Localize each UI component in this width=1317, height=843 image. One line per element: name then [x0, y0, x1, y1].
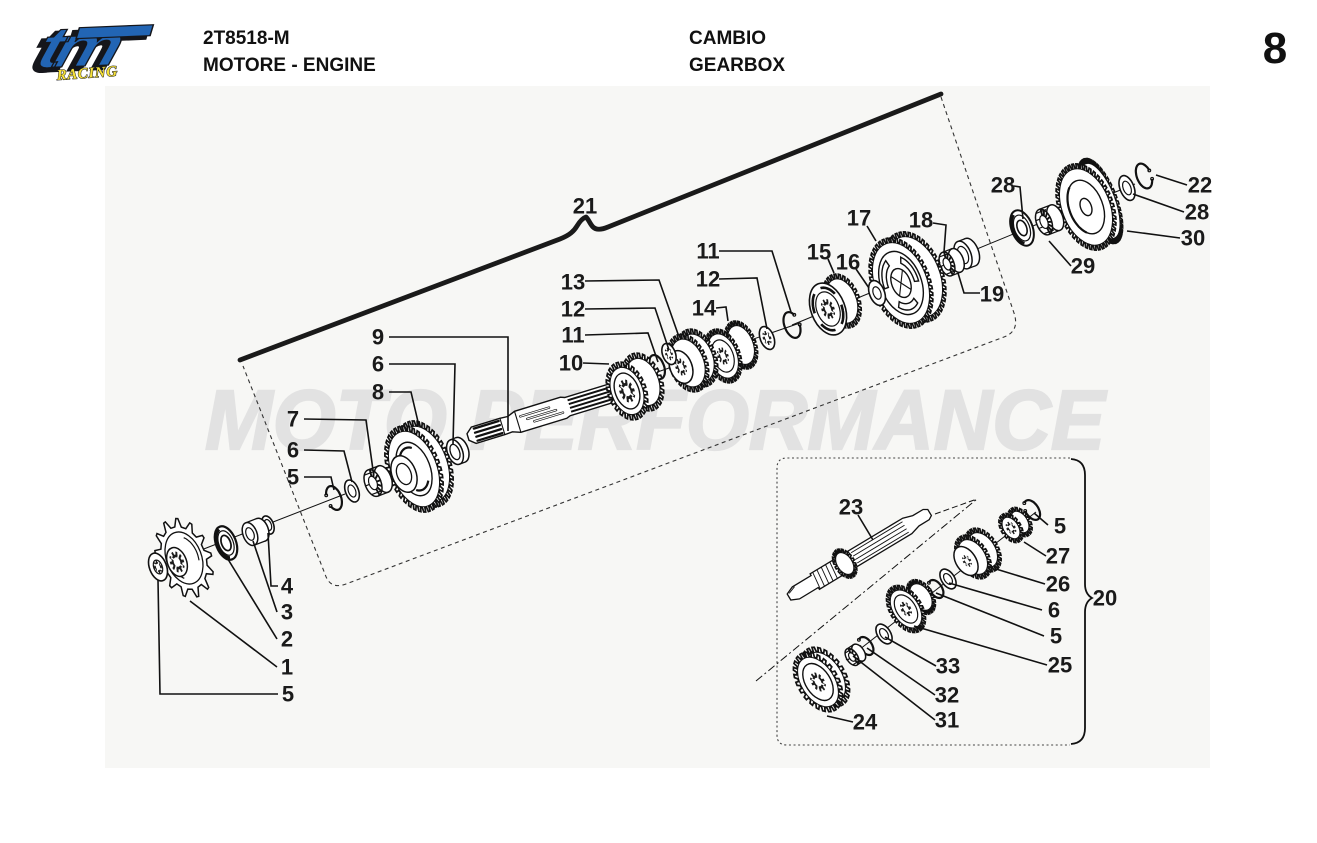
svg-text:23: 23 — [839, 495, 863, 520]
svg-text:26: 26 — [1046, 572, 1070, 597]
svg-text:MOTORE - ENGINE: MOTORE - ENGINE — [203, 55, 376, 76]
svg-text:28: 28 — [1185, 200, 1209, 225]
svg-text:CAMBIO: CAMBIO — [689, 28, 766, 49]
svg-text:11: 11 — [696, 239, 719, 264]
svg-text:25: 25 — [1048, 653, 1072, 678]
svg-text:21: 21 — [573, 194, 597, 219]
svg-text:11: 11 — [561, 323, 584, 348]
svg-text:7: 7 — [287, 407, 299, 432]
svg-text:6: 6 — [287, 438, 299, 463]
svg-text:30: 30 — [1181, 226, 1205, 251]
svg-text:18: 18 — [909, 208, 933, 233]
svg-text:8: 8 — [372, 380, 384, 405]
svg-text:22: 22 — [1188, 173, 1212, 198]
svg-text:31: 31 — [935, 708, 959, 733]
svg-text:19: 19 — [980, 282, 1004, 307]
svg-text:32: 32 — [935, 683, 959, 708]
svg-text:GEARBOX: GEARBOX — [689, 55, 785, 76]
svg-text:5: 5 — [1050, 624, 1062, 649]
svg-text:5: 5 — [1054, 514, 1066, 539]
svg-text:10: 10 — [559, 351, 583, 376]
svg-text:5: 5 — [287, 465, 299, 490]
svg-text:28: 28 — [991, 173, 1015, 198]
svg-text:12: 12 — [696, 267, 720, 292]
svg-text:27: 27 — [1046, 544, 1070, 569]
svg-text:12: 12 — [561, 297, 585, 322]
svg-text:29: 29 — [1071, 254, 1095, 279]
svg-text:1: 1 — [281, 655, 293, 680]
svg-text:24: 24 — [853, 710, 878, 735]
svg-text:9: 9 — [372, 325, 384, 350]
svg-text:33: 33 — [936, 654, 960, 679]
svg-text:8: 8 — [1263, 24, 1287, 73]
svg-text:3: 3 — [281, 600, 293, 625]
svg-text:15: 15 — [807, 240, 831, 265]
svg-text:6: 6 — [372, 352, 384, 377]
svg-text:17: 17 — [847, 206, 871, 231]
svg-text:16: 16 — [836, 250, 860, 275]
svg-text:2: 2 — [281, 627, 293, 652]
svg-text:2T8518-M: 2T8518-M — [203, 28, 290, 49]
svg-text:5: 5 — [282, 682, 294, 707]
svg-text:13: 13 — [561, 270, 585, 295]
svg-text:20: 20 — [1093, 586, 1117, 611]
svg-text:4: 4 — [281, 574, 294, 599]
svg-text:14: 14 — [692, 296, 717, 321]
svg-text:6: 6 — [1048, 598, 1060, 623]
